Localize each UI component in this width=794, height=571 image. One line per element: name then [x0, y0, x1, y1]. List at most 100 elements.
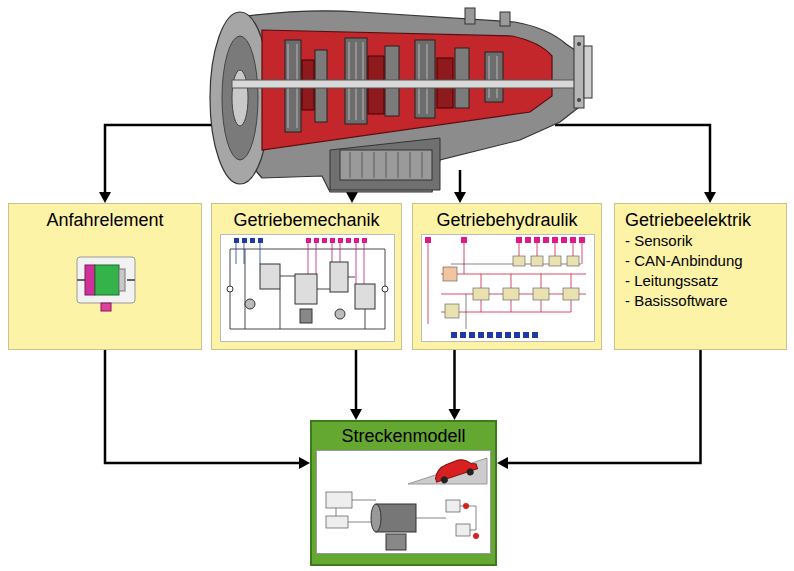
connector: [449, 350, 461, 420]
drawing-part: [552, 237, 558, 243]
drawing-part: [445, 256, 579, 318]
box-title: Anfahrelement: [9, 210, 201, 231]
coupling-icon: [75, 255, 137, 313]
drawing-part: [95, 265, 119, 295]
box-title: Getriebemechanik: [212, 210, 401, 231]
connector: [350, 350, 362, 420]
drawing-part: [496, 332, 502, 338]
drawing-part: [326, 492, 352, 508]
drawing-part: [455, 48, 469, 108]
drawing-part: [210, 12, 270, 184]
drawing-part: [322, 238, 327, 243]
drawing-part: [505, 332, 511, 338]
drawing-part: [99, 192, 111, 203]
drawing-part: [451, 264, 581, 329]
drawing-part: [232, 70, 248, 126]
drawing-part: [425, 237, 431, 243]
connector-line: [453, 350, 456, 411]
drawing-part: [456, 524, 470, 536]
drawing-part: [531, 256, 543, 266]
component-box: Getriebemechanik: [211, 203, 402, 350]
drawing-part: [262, 30, 552, 150]
drawing-part: [101, 303, 111, 311]
drawing-part: [466, 468, 475, 477]
arrowhead: [449, 409, 461, 420]
component-box: Getriebeelektrik- Sensorik- CAN-Anbindun…: [614, 203, 787, 350]
drawing-part: [563, 288, 579, 300]
drawing-part: [306, 238, 367, 243]
drawing-part: [513, 256, 525, 266]
drawing-part: [570, 237, 576, 243]
drawing-part: [260, 264, 280, 289]
drawing-part: [338, 238, 343, 243]
connector: [105, 350, 310, 469]
drawing-part: [326, 516, 348, 528]
drawing-part: [236, 243, 260, 264]
drawing-part: [473, 533, 479, 539]
connector-line: [355, 350, 358, 411]
drawing-part: [461, 237, 467, 243]
drawing-part: [451, 332, 457, 338]
distribution-arrowheads: [99, 192, 716, 203]
drawing-part: [704, 192, 716, 203]
drawing-part: [376, 504, 416, 532]
box-title: Streckenmodell: [312, 426, 495, 447]
list-item: - Leitungssatz: [615, 271, 786, 291]
drawing-part: [577, 98, 581, 102]
drawing-part: [454, 192, 466, 203]
drawing-part: [451, 332, 538, 338]
hydraulics-schematic: [421, 234, 595, 342]
drawing-part: [222, 36, 258, 160]
drawing-part: [469, 332, 475, 338]
drawing-part: [514, 332, 520, 338]
drawing-part: [422, 235, 595, 342]
drawing-part: [330, 138, 440, 190]
drawing-part: [232, 11, 578, 192]
drawing-part: [549, 256, 561, 266]
drawing-part: [525, 237, 531, 243]
box-title: Getriebeelektrik: [615, 210, 786, 231]
connector: [497, 350, 701, 469]
drawing-part: [460, 332, 466, 338]
drawing-part: [533, 288, 549, 300]
drawing-part: [485, 52, 503, 102]
drawing-part: [567, 256, 579, 266]
drawing-part: [446, 500, 460, 512]
drawing-part: [473, 288, 489, 300]
drawing-part: [119, 269, 125, 291]
vehicle-model-schematic: [316, 450, 491, 554]
drawing-part: [340, 150, 432, 180]
drawing-part: [386, 534, 406, 550]
drawing-part: [432, 455, 479, 485]
drawing-part: [227, 286, 233, 292]
drawing-part: [371, 504, 381, 532]
drawing-part: [487, 332, 493, 338]
drawing-part: [543, 237, 549, 243]
drawing-part: [330, 238, 335, 243]
drawing-part: [346, 192, 358, 203]
arrowhead: [350, 409, 362, 420]
drawing-part: [503, 288, 519, 300]
drawing-part: [242, 238, 247, 243]
component-box: Getriebehydraulik: [412, 203, 602, 350]
drawing-part: [330, 262, 348, 292]
drawing-part: [354, 238, 359, 243]
component-box: Anfahrelement: [8, 203, 202, 350]
list-item: - Sensorik: [615, 231, 786, 251]
list-item: - CAN-Anbindung: [615, 251, 786, 271]
drawing-part: [425, 237, 585, 243]
drawing-part: [77, 257, 135, 303]
box-title: Getriebehydraulik: [413, 210, 601, 231]
drawing-part: [258, 238, 263, 243]
drawing-part: [382, 286, 388, 292]
drawing-part: [346, 238, 351, 243]
connector-line: [105, 350, 301, 463]
drawing-part: [250, 238, 255, 243]
drawing-part: [221, 235, 395, 342]
drawing-part: [579, 237, 585, 243]
drawing-part: [440, 475, 449, 484]
drawing-part: [445, 304, 459, 318]
model-box: Streckenmodell: [310, 420, 497, 566]
drawing-part: [355, 284, 375, 309]
